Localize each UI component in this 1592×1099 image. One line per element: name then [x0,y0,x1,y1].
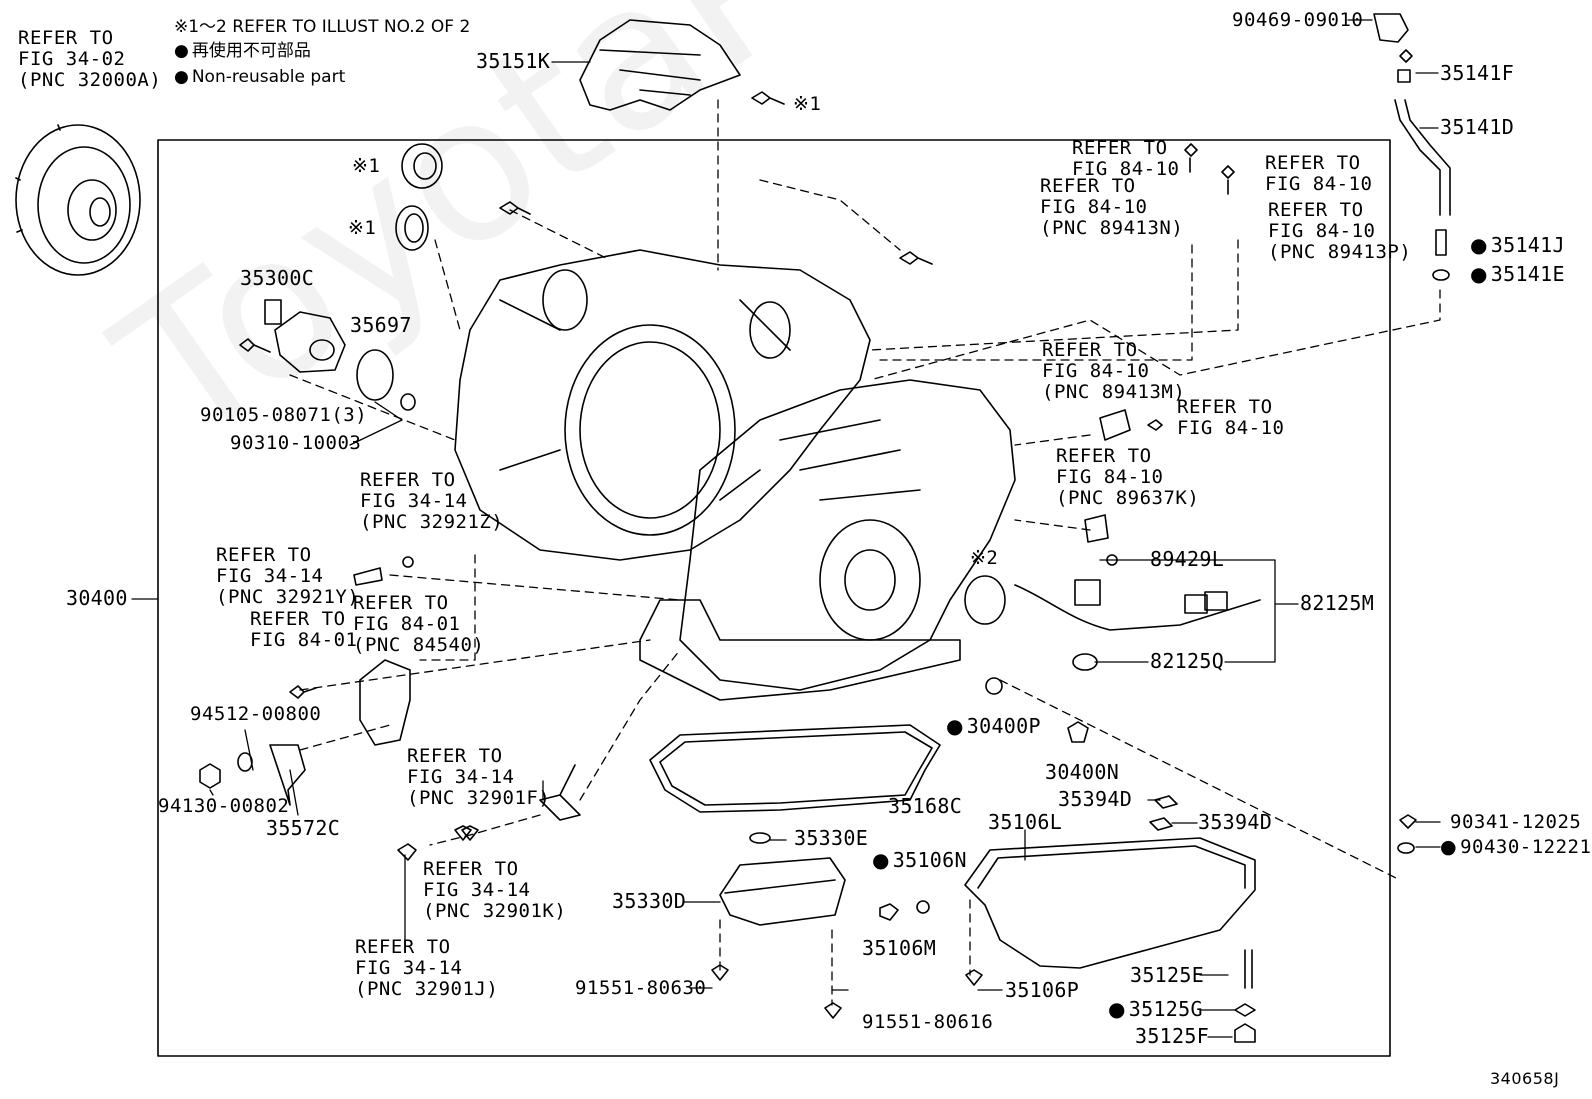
part-35106M: 35106M [862,936,937,960]
part-90430-12221: 90430-12221 [1440,837,1591,858]
part-82125Q: 82125Q [1150,649,1225,673]
small-rings [199,269,1450,914]
part-35394D-b: 35394D [1198,810,1273,834]
valve-body-case [639,379,1016,701]
part-35141D: 35141D [1440,115,1515,139]
part-89429L: 89429L [1150,547,1225,571]
mark-1-seal-b: ※1 [348,217,377,239]
part-35125E: 35125E [1130,963,1205,987]
part-30400N: 30400N [1045,760,1120,784]
part-91551-80630: 91551-80630 [575,977,707,999]
part-35572C: 35572C [266,816,341,840]
part-35125F: 35125F [1135,1024,1210,1048]
seal-ring-2 [395,205,429,251]
legend-non-reusable-jp: 再使用不可部品 [174,40,311,63]
part-90469-09010: 90469-09010 [1232,9,1364,31]
part-35330E: 35330E [794,826,869,850]
part-94512-00800: 94512-00800 [190,703,322,725]
part-35300C: 35300C [240,266,315,290]
part-35141J: 35141J [1470,235,1565,256]
o-ring-35697 [356,349,394,401]
plate-35151K [579,19,741,111]
neutral-switch [359,659,411,746]
part-90105-08071: 90105-08071(3) [200,404,368,426]
oil-pan-35106L [964,837,1256,969]
part-94130-00802: 94130-00802 [158,795,290,817]
mark-2: ※2 [970,547,999,569]
part-35330D: 35330D [612,889,687,913]
torque-converter [15,124,141,276]
part-35141E: 35141E [1470,264,1565,285]
transaxle-case [454,249,871,561]
bolts [239,13,1447,1043]
part-35125G: 35125G [1108,999,1203,1020]
figure-code: 340658J [1490,1069,1560,1088]
solenoid-35300C [264,299,346,373]
part-35106L: 35106L [988,810,1063,834]
part-35697: 35697 [350,313,412,337]
mark-1-seal-a: ※1 [352,155,381,177]
seal-ring-1 [401,143,443,189]
seal-35394 [964,575,1006,625]
part-35168C: 35168C [888,794,963,818]
part-35106P: 35106P [1005,978,1080,1002]
part-90341-12025: 90341-12025 [1450,811,1582,833]
assembly-frame [157,139,1391,1057]
part-82125M: 82125M [1300,591,1375,615]
part-35106N: 35106N [872,850,967,871]
part-35151K: 35151K [476,49,551,73]
wire-harness-82125M [1014,579,1261,631]
part-30400P: 30400P [946,716,1041,737]
legend-note: ※1～2 REFER TO ILLUST NO.2 OF 2 [174,17,471,37]
legend-non-reusable-en: Non-reusable part [174,66,345,89]
part-35394D-a: 35394D [1058,787,1133,811]
oil-level-tube-35141D [1394,99,1451,216]
part-30400: 30400 [66,586,128,610]
part-35141F: 35141F [1440,61,1515,85]
mark-1-plate: ※1 [793,93,822,115]
part-90310-10003: 90310-10003 [230,432,362,454]
oil-strainer-35330D [719,857,846,926]
part-91551-80616: 91551-80616 [862,1011,994,1033]
oil-pan-gasket-35168C [649,724,941,813]
o-ring-90310 [400,393,416,411]
